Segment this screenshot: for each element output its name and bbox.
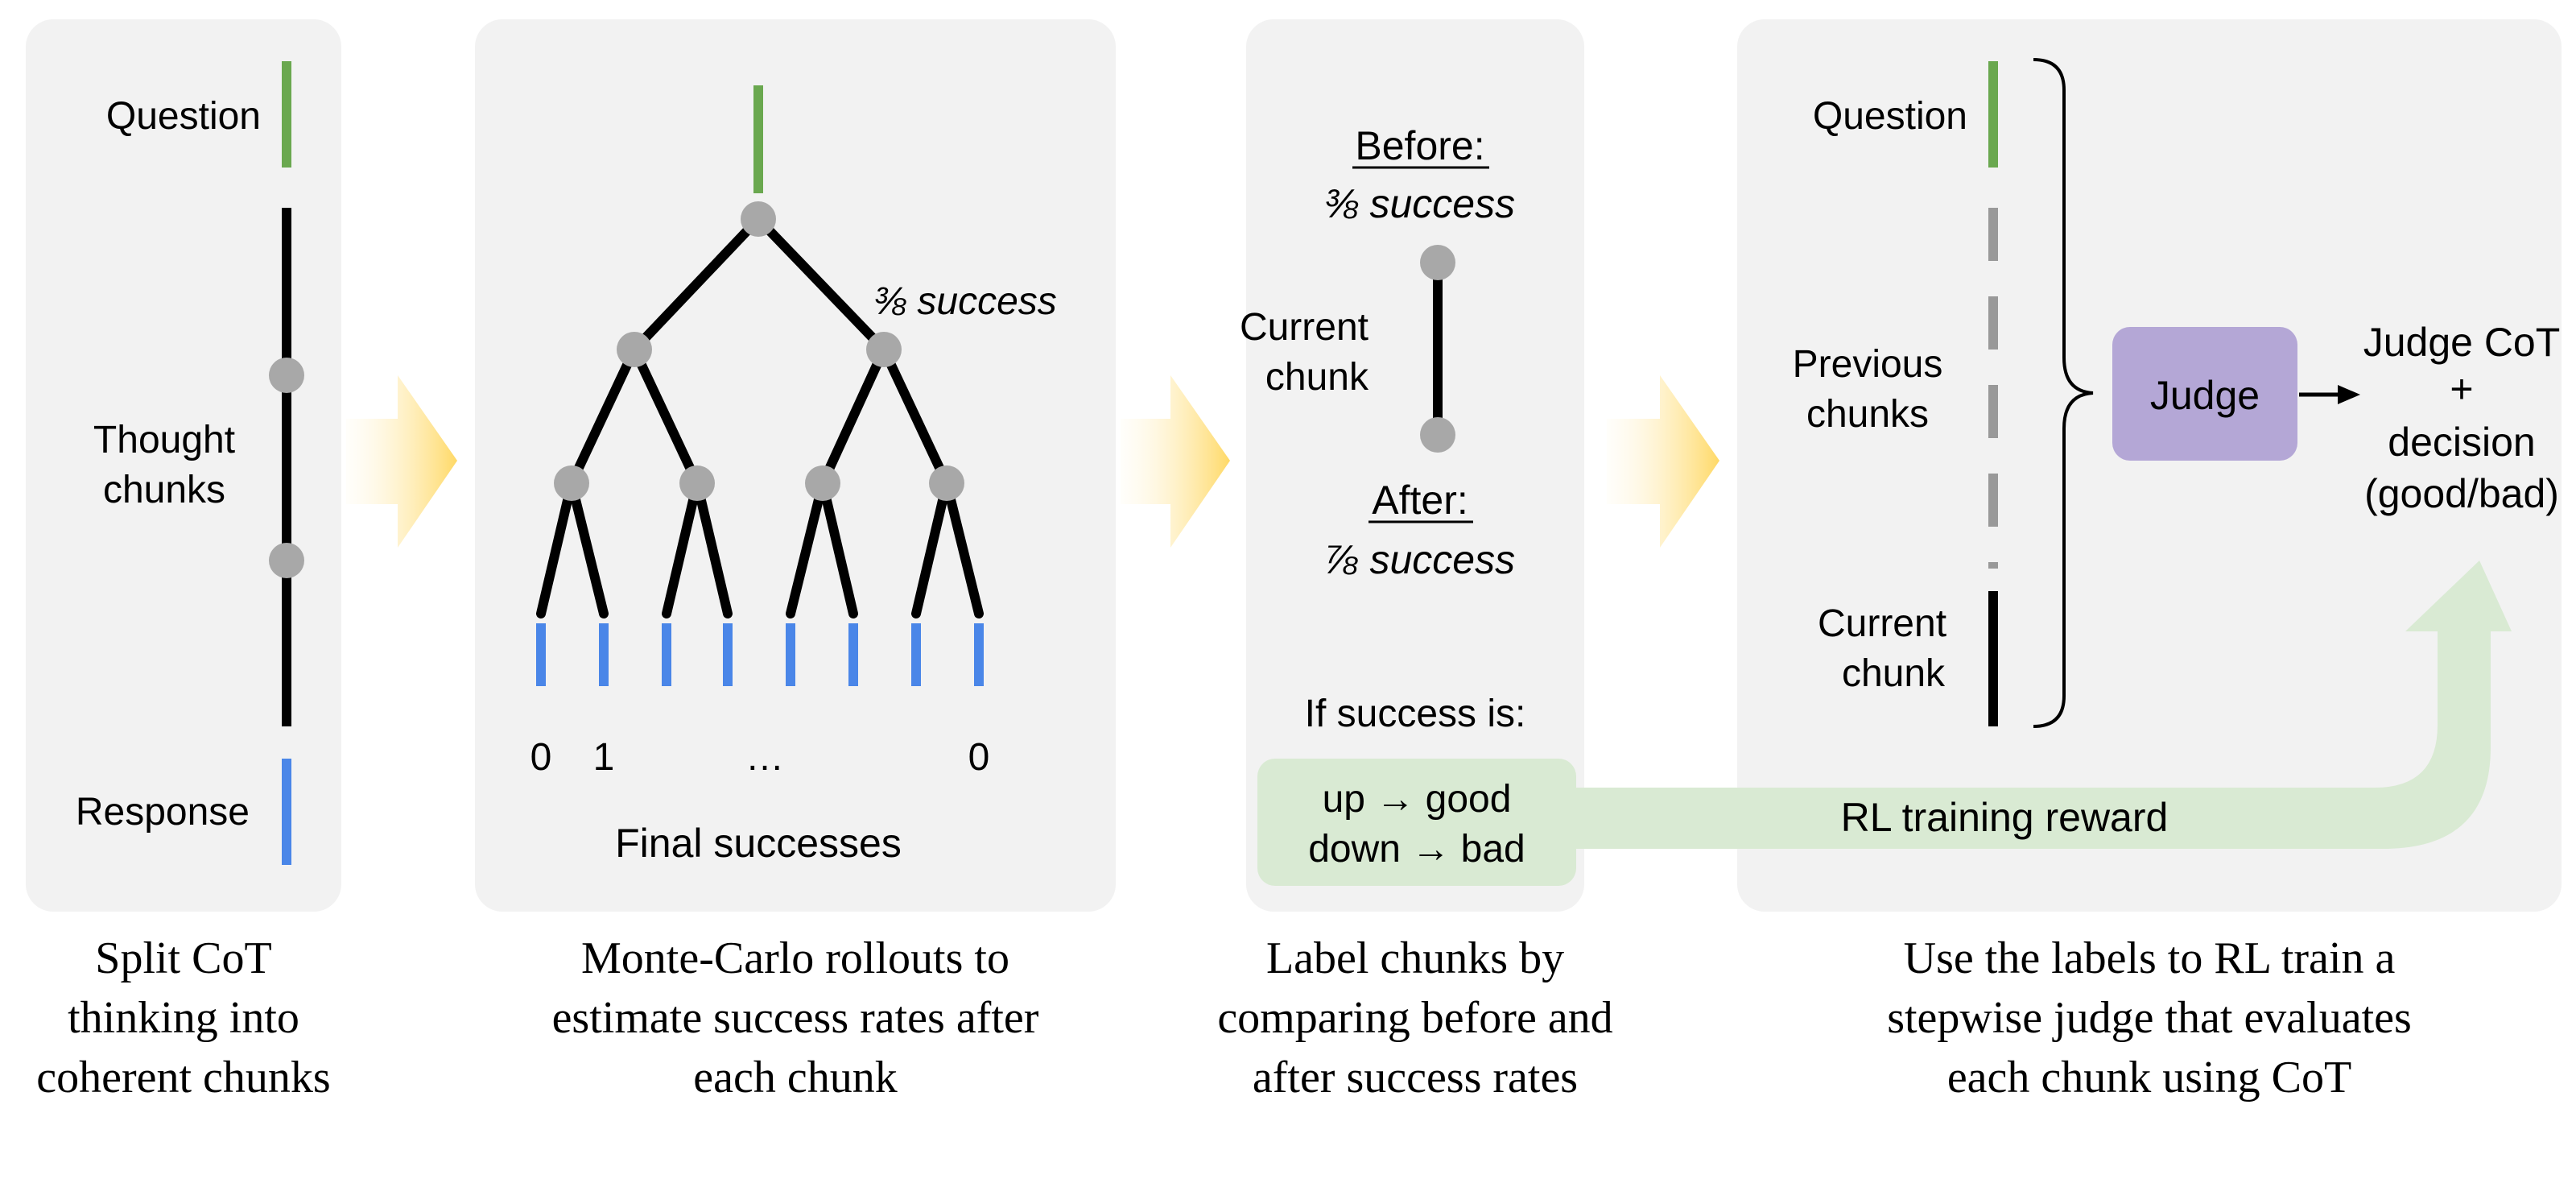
question-label: Question: [1813, 95, 1967, 138]
curly-brace: [2033, 58, 2094, 728]
caption-line: Use the labels to RL train a: [1904, 933, 2396, 983]
after-value: ⅞ success: [1325, 537, 1515, 582]
panel-split: [26, 19, 341, 912]
tree-node: [805, 465, 840, 501]
chunk-node: [1420, 417, 1455, 453]
after-heading: After:: [1372, 478, 1468, 523]
caption-line: each chunk using CoT: [1947, 1053, 2351, 1102]
tree-node: [929, 465, 964, 501]
flow-arrow-2: [1121, 375, 1230, 548]
before-value: ⅜ success: [1325, 181, 1515, 226]
caption-line: coherent chunks: [36, 1053, 330, 1102]
label-rule-box: [1257, 759, 1576, 886]
caption-line: after success rates: [1253, 1053, 1578, 1102]
panel-rollouts: [475, 19, 1116, 912]
caption-line: comparing before and: [1217, 993, 1612, 1043]
rollout-nodes: [554, 201, 964, 501]
leaf-value: 1: [593, 736, 615, 779]
chunk-node: [269, 358, 304, 393]
caption-line: stepwise judge that evaluates: [1887, 993, 2412, 1043]
judge-label: Judge: [2150, 373, 2260, 418]
tree-node: [617, 332, 652, 367]
rule-down: down → bad: [1308, 828, 1525, 871]
question-label: Question: [106, 95, 261, 138]
judge-output-line: decision: [2388, 420, 2535, 465]
caption-line: Label chunks by: [1266, 933, 1564, 983]
arrowhead-icon: [2338, 385, 2360, 404]
rollout-success-label: ⅜ success: [874, 280, 1057, 323]
tree-node: [679, 465, 715, 501]
rollout-tree: [536, 214, 984, 618]
rule-up: up → good: [1323, 778, 1512, 821]
tree-node: [741, 201, 776, 237]
current-chunk-label: Current: [1818, 602, 1946, 645]
reward-label: RL training reward: [1841, 795, 2169, 840]
reward-band: [1530, 561, 2512, 849]
if-success-label: If success is:: [1305, 693, 1526, 735]
final-successes-label: Final successes: [615, 821, 902, 866]
caption-line: Split CoT: [95, 933, 271, 983]
previous-chunks-label: Previous: [1793, 343, 1943, 386]
rollout-responses: [536, 623, 984, 686]
leaf-ellipsis: …: [745, 736, 784, 779]
current-chunk-label: chunk: [1265, 356, 1369, 399]
judge-box: [2112, 327, 2297, 461]
tree-node: [866, 332, 902, 367]
caption-line: estimate success rates after: [552, 993, 1039, 1043]
tree-node: [554, 465, 589, 501]
panel-label: [1246, 19, 1584, 912]
judge-output-line: Judge CoT: [2363, 320, 2561, 365]
caption-line: Monte-Carlo rollouts to: [581, 933, 1009, 983]
caption-line: thinking into: [68, 993, 299, 1043]
leaf-value: 0: [968, 736, 990, 779]
panel-judge: [1737, 19, 2562, 912]
judge-output-line: +: [2450, 366, 2473, 412]
before-heading: Before:: [1355, 123, 1484, 168]
thought-label: Thought: [93, 419, 235, 461]
response-label: Response: [76, 791, 250, 834]
flow-arrow-1: [346, 375, 457, 548]
judge-output-line: (good/bad): [2364, 471, 2559, 516]
flow-arrow-3: [1607, 375, 1719, 548]
previous-chunks-label: chunks: [1806, 393, 1929, 436]
current-chunk-label: Current: [1240, 306, 1368, 349]
thought-label: chunks: [103, 469, 225, 511]
chunk-node: [269, 543, 304, 578]
leaf-value: 0: [530, 736, 552, 779]
chunk-node: [1420, 245, 1455, 280]
caption-line: each chunk: [693, 1053, 897, 1102]
current-chunk-label: chunk: [1842, 652, 1946, 695]
